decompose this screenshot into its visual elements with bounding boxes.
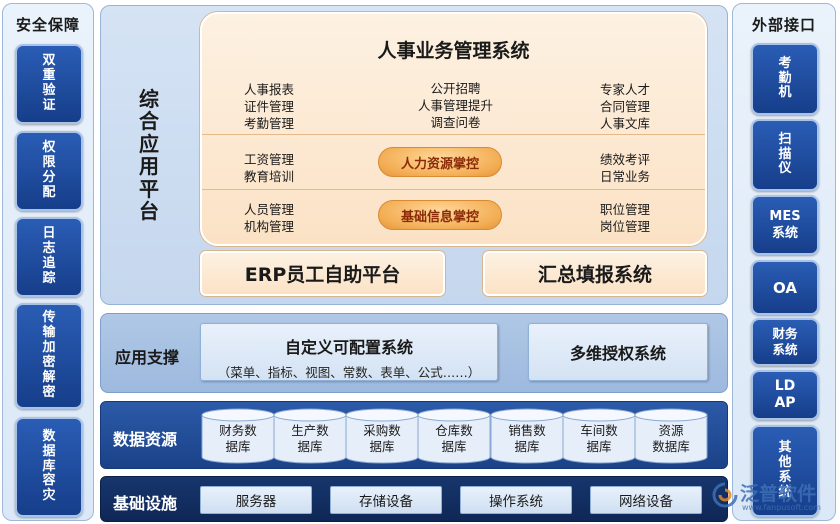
- security-item-label: 权限分配: [42, 140, 56, 200]
- interface-item-label: 财务系统: [772, 326, 798, 357]
- hr-module[interactable]: 职位管理: [600, 202, 651, 217]
- hr-module[interactable]: 岗位管理: [600, 219, 651, 234]
- hr-module-group: 专家人才 合同管理 人事文库: [600, 81, 650, 132]
- interface-panel: 外部接口 考勤机 扫描仪 MES系统 OA 财务系统 LDAP 其他系统: [732, 3, 836, 521]
- hr-module[interactable]: 日常业务: [600, 169, 651, 184]
- hr-divider: [202, 189, 705, 190]
- database-label: 资源数据库: [652, 423, 690, 454]
- hr-module-highlight[interactable]: 人事管理提升: [417, 98, 493, 113]
- hr-module[interactable]: 调查问卷: [430, 115, 481, 130]
- infra-os[interactable]: 操作系统: [460, 486, 572, 514]
- hr-module[interactable]: 人事报表: [244, 82, 295, 97]
- hr-module[interactable]: 人事文库: [600, 116, 651, 131]
- security-item-label: 数据库容灾: [42, 428, 56, 504]
- custom-config-system[interactable]: 自定义可配置系统 （菜单、指标、视图、常数、表单、公式……）: [200, 323, 498, 381]
- database-label: 生产数据库: [291, 423, 329, 454]
- summary-report-box[interactable]: 汇总填报系统: [483, 251, 707, 296]
- database-label: 采购数据库: [363, 423, 401, 454]
- interface-item-ldap[interactable]: LDAP: [751, 370, 819, 420]
- resource-database[interactable]: 资源数据库: [633, 407, 709, 465]
- infrastructure-label: 基础设施: [113, 494, 178, 513]
- purchase-database[interactable]: 采购数据库: [344, 407, 420, 465]
- watermark-url: www.fanpusoft.com: [742, 503, 821, 512]
- interface-item-finance[interactable]: 财务系统: [751, 318, 819, 366]
- watermark: 泛普软件 www.fanpusoft.com: [712, 476, 834, 518]
- hr-module-group: 人事报表 证件管理 考勤管理: [244, 81, 294, 132]
- hr-control-pill[interactable]: 人力资源掌控: [378, 147, 502, 177]
- interface-item-label: MES系统: [769, 209, 801, 241]
- security-item-label: 传输加密解密: [42, 310, 56, 400]
- infra-network[interactable]: 网络设备: [590, 486, 702, 514]
- infrastructure-panel: 基础设施 服务器 存储设备 操作系统 网络设备: [100, 476, 728, 522]
- erp-self-service-box[interactable]: ERP员工自助平台: [200, 251, 445, 296]
- database-label: 财务数据库: [219, 423, 257, 454]
- multi-auth-system[interactable]: 多维授权系统: [528, 323, 708, 381]
- interface-panel-title: 外部接口: [751, 16, 816, 34]
- interface-item-label: LDAP: [774, 378, 796, 411]
- custom-config-subtitle: （菜单、指标、视图、常数、表单、公式……）: [217, 365, 481, 380]
- security-item-db-disaster[interactable]: 数据库容灾: [15, 417, 83, 517]
- database-label: 车间数据库: [580, 423, 618, 454]
- hr-module-group: 绩效考评 日常业务: [600, 151, 650, 185]
- database-label: 仓库数据库: [435, 423, 473, 454]
- sales-database[interactable]: 销售数据库: [489, 407, 565, 465]
- hr-module[interactable]: 证件管理: [244, 99, 295, 114]
- database-label: 销售数据库: [508, 423, 546, 454]
- production-database[interactable]: 生产数据库: [272, 407, 348, 465]
- interface-item-label: 考勤机: [778, 55, 792, 101]
- interface-item-mes[interactable]: MES系统: [751, 195, 819, 255]
- hr-module[interactable]: 绩效考评: [600, 152, 651, 167]
- interface-item-label: 扫描仪: [778, 131, 792, 177]
- interface-item-label: OA: [773, 278, 797, 297]
- data-resources-panel: 数据资源 财务数据库 生产数据库 采购数据库 仓库数据库 销售数据库 车间数据库…: [100, 401, 728, 469]
- app-support-panel: 应用支撑 自定义可配置系统 （菜单、指标、视图、常数、表单、公式……） 多维授权…: [100, 313, 728, 393]
- interface-item-other[interactable]: 其他系统: [751, 425, 819, 517]
- security-item-permission[interactable]: 权限分配: [15, 131, 83, 211]
- hr-module[interactable]: 公开招聘: [430, 81, 481, 96]
- app-platform-panel: 综合应用平台 人事业务管理系统 人事报表 证件管理 考勤管理 公开招聘 人事管理…: [100, 5, 728, 305]
- security-item-encryption[interactable]: 传输加密解密: [15, 303, 83, 409]
- security-item-dual-auth[interactable]: 双重验证: [15, 44, 83, 124]
- security-panel-title: 安全保障: [15, 16, 80, 34]
- interface-item-oa[interactable]: OA: [751, 260, 819, 315]
- security-item-log-trace[interactable]: 日志追踪: [15, 217, 83, 297]
- hr-module[interactable]: 教育培训: [244, 169, 295, 184]
- custom-config-title: 自定义可配置系统: [284, 338, 413, 357]
- hr-module[interactable]: 考勤管理: [244, 116, 295, 131]
- hr-system-title: 人事业务管理系统: [377, 40, 530, 62]
- warehouse-database[interactable]: 仓库数据库: [416, 407, 492, 465]
- data-resources-label: 数据资源: [113, 430, 178, 449]
- security-item-label: 日志追踪: [42, 226, 56, 286]
- hr-module[interactable]: 专家人才: [600, 82, 651, 97]
- hr-module-group: 工资管理 教育培训: [244, 151, 294, 185]
- hr-module[interactable]: 机构管理: [244, 219, 295, 234]
- hr-module[interactable]: 合同管理: [600, 99, 651, 114]
- watermark-logo-icon: [712, 482, 738, 508]
- interface-item-scanner[interactable]: 扫描仪: [751, 119, 819, 191]
- multi-auth-title: 多维授权系统: [569, 344, 666, 363]
- interface-item-attendance[interactable]: 考勤机: [751, 43, 819, 115]
- security-item-label: 双重验证: [42, 53, 56, 113]
- hr-divider: [202, 134, 705, 135]
- hr-module[interactable]: 人员管理: [244, 202, 295, 217]
- finance-database[interactable]: 财务数据库: [200, 407, 276, 465]
- hr-module-group: 公开招聘 人事管理提升 调查问卷: [408, 80, 503, 131]
- watermark-text: 泛普软件: [740, 483, 817, 505]
- workshop-database[interactable]: 车间数据库: [561, 407, 637, 465]
- infra-server[interactable]: 服务器: [200, 486, 312, 514]
- app-support-label: 应用支撑: [115, 348, 180, 367]
- hr-module-group: 职位管理 岗位管理: [600, 201, 650, 235]
- infra-storage[interactable]: 存储设备: [330, 486, 442, 514]
- hr-module-group: 人员管理 机构管理: [244, 201, 294, 235]
- hr-system-box[interactable]: 人事业务管理系统 人事报表 证件管理 考勤管理 公开招聘 人事管理提升 调查问卷…: [200, 12, 707, 246]
- app-platform-title: 综合应用平台: [139, 87, 159, 223]
- interface-item-label: 其他系统: [778, 440, 792, 500]
- security-panel: 安全保障 双重验证 权限分配 日志追踪 传输加密解密 数据库容灾: [2, 3, 94, 521]
- basic-info-pill[interactable]: 基础信息掌控: [378, 200, 502, 230]
- hr-module[interactable]: 工资管理: [244, 152, 295, 167]
